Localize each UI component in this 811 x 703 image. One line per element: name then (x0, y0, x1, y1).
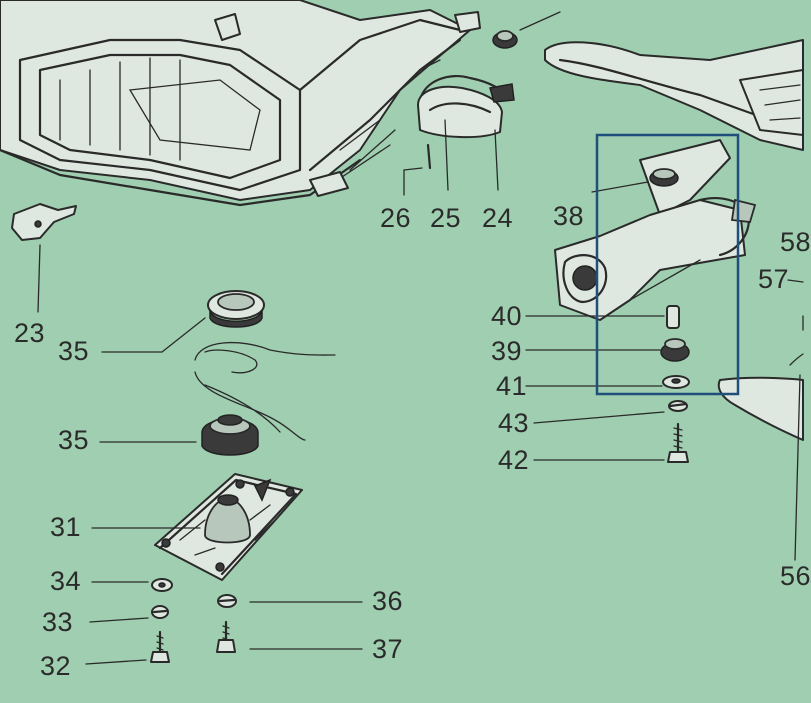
label-40: 40 (491, 301, 523, 331)
part-24-25-clamp (417, 74, 515, 191)
top-grommet (492, 11, 561, 49)
label-34: 34 (50, 566, 82, 596)
part-36-lock-washer (217, 594, 363, 608)
part-31-mount-plate (91, 473, 303, 581)
label-25: 25 (430, 203, 462, 233)
part-40-sleeve (525, 305, 680, 329)
label-24: 24 (482, 203, 514, 233)
label-41: 41 (496, 371, 528, 401)
label-37: 37 (372, 634, 404, 664)
part-35-upper-grommet (101, 290, 265, 353)
label-57: 57 (758, 264, 790, 294)
label-39: 39 (491, 336, 523, 366)
part-39-bushing (525, 338, 690, 362)
part-33-lock-washer (89, 605, 169, 623)
part-35-lower-grommet (99, 414, 259, 456)
label-38: 38 (553, 201, 585, 231)
label-35-upper: 35 (58, 336, 90, 366)
label-56: 56 (780, 561, 811, 591)
label-32: 32 (40, 651, 72, 681)
part-26-screw (403, 143, 432, 196)
part-41-washer (525, 375, 690, 389)
part-34-washer (91, 578, 173, 592)
part-38-arm-assembly (554, 139, 757, 321)
part-42-bolt (533, 422, 689, 463)
subframe (544, 39, 804, 441)
part-23-bracket (11, 203, 77, 313)
label-36: 36 (372, 586, 404, 616)
label-42: 42 (498, 445, 530, 475)
panel-contour (194, 341, 336, 441)
label-58: 58 (780, 227, 811, 257)
part-43-lock-washer (533, 400, 688, 424)
label-35-lower: 35 (58, 425, 90, 455)
label-26: 26 (380, 203, 412, 233)
part-32-bolt (85, 630, 170, 665)
part-37-bolt (216, 620, 363, 653)
label-23: 23 (14, 318, 46, 348)
label-33: 33 (42, 607, 74, 637)
label-31: 31 (50, 512, 82, 542)
chassis-floor-pan (0, 0, 481, 207)
part-38-cap (591, 168, 679, 193)
highlight-box (595, 133, 740, 396)
label-43: 43 (498, 408, 530, 438)
